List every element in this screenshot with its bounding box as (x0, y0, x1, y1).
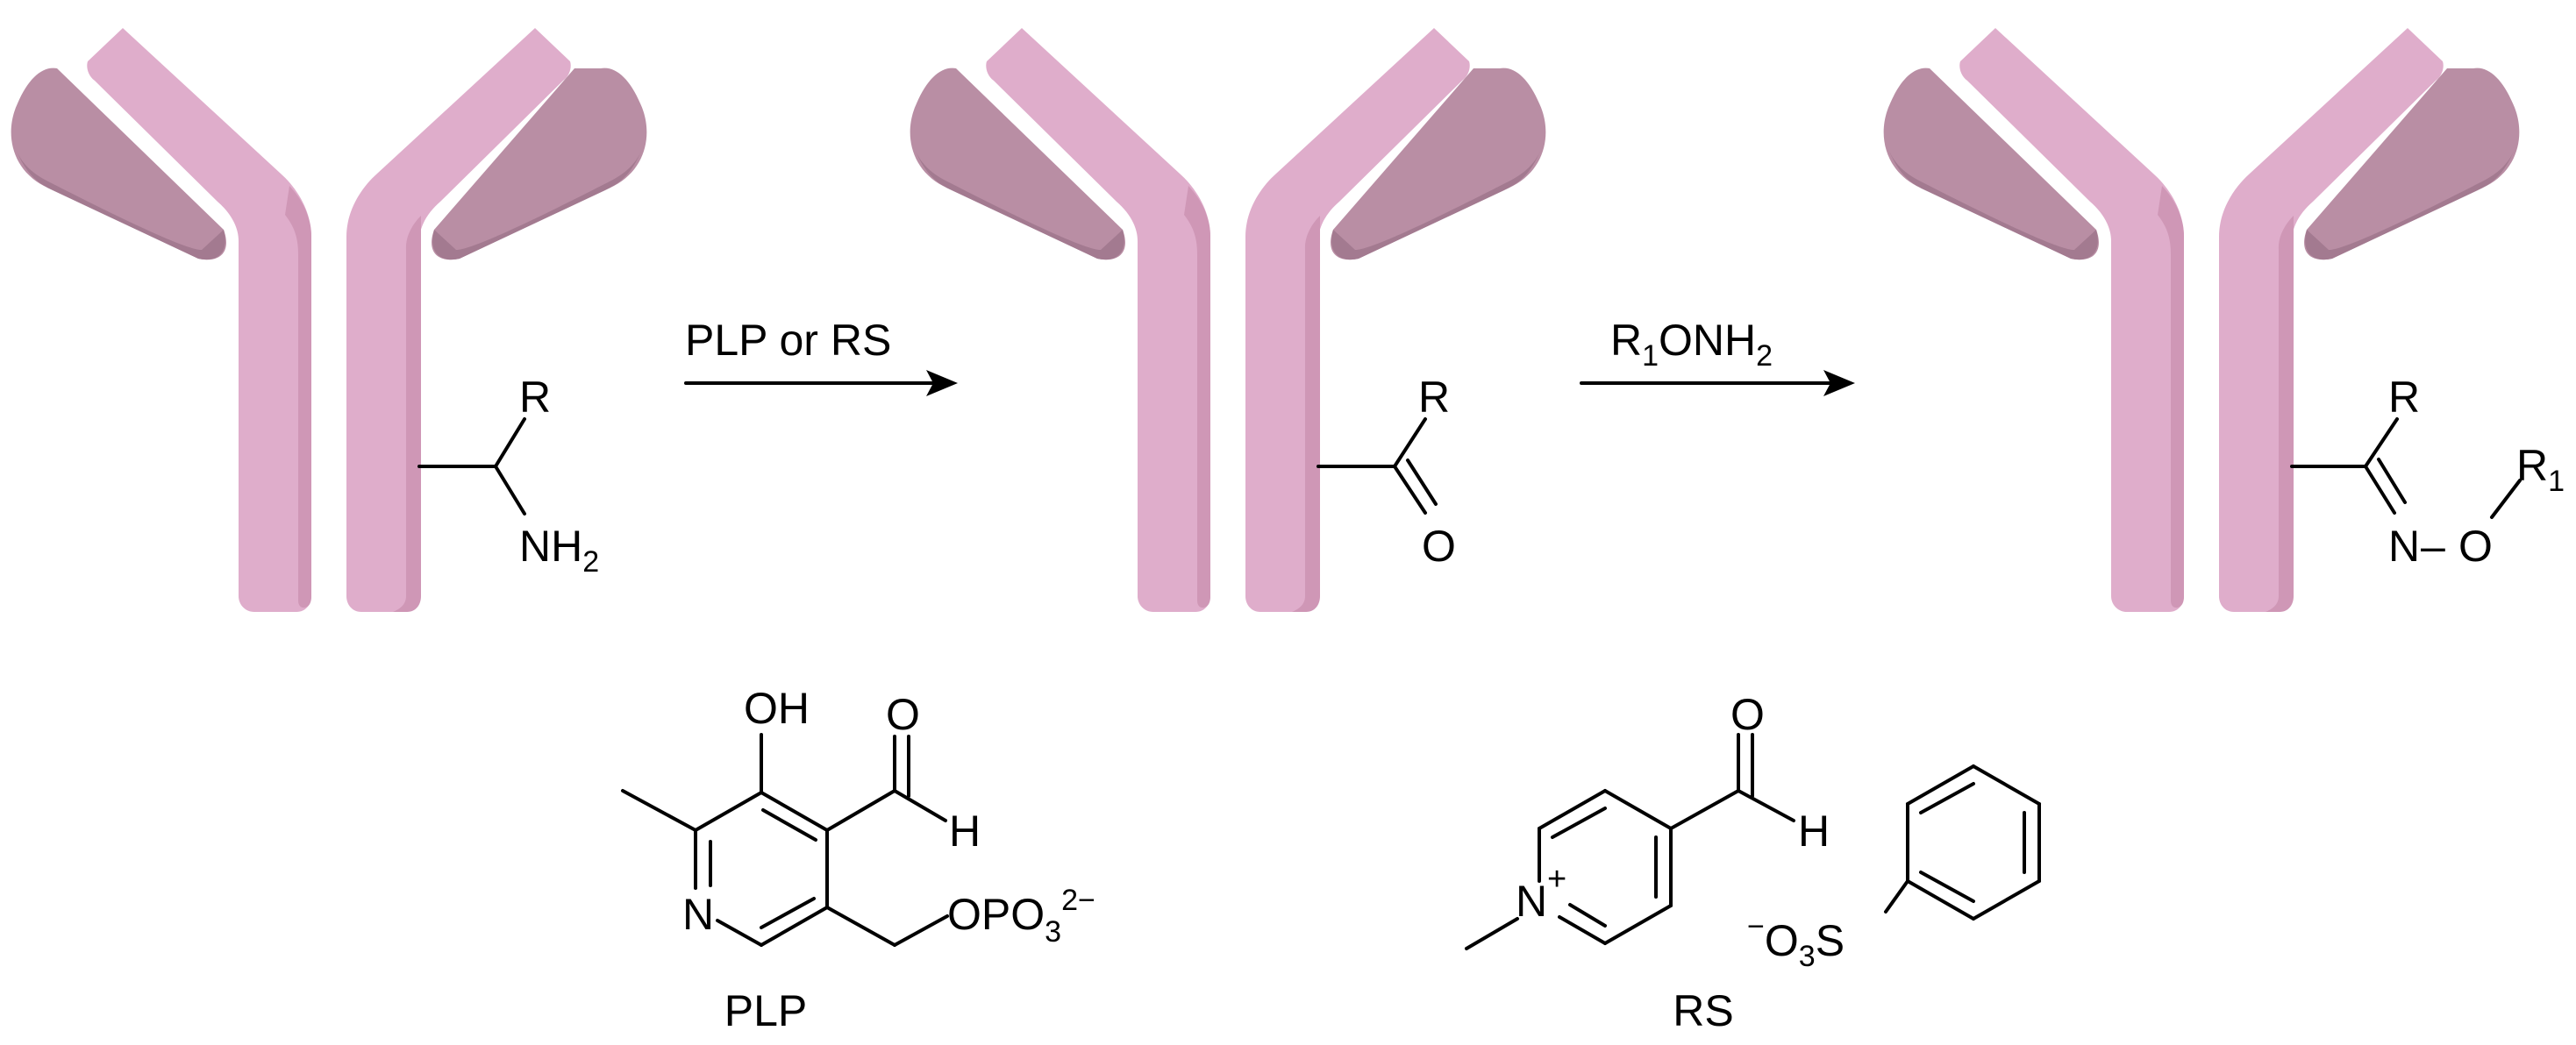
rs-aldehyde-h-label: H (1798, 807, 1830, 856)
reaction-arrow-2: R1ONH2 (1580, 316, 1855, 396)
bond-to-r (1393, 417, 1427, 468)
antibody-2: R O (910, 28, 1546, 612)
oxime-double-bond-b (2377, 458, 2407, 504)
benzene-bond-5 (1972, 879, 2041, 921)
ring-bond-c5-c6 (1603, 904, 1673, 945)
amine-substituent: R NH2 (417, 373, 599, 579)
plp-ring-n-label: N (682, 890, 714, 939)
benzene-bond-3 (1972, 764, 2041, 806)
carbonyl-substituent: R O (1317, 373, 1456, 571)
s-ph-bond (1884, 879, 1909, 913)
carbonyl-o-label: O (1422, 522, 1456, 571)
oxime-substituent: R N – O R1 (2290, 373, 2565, 571)
benzene-bond-6 (1906, 879, 1975, 921)
benzene-bond-2-inner (1919, 782, 1975, 814)
carbonyl-double-bond-b (1406, 459, 1438, 506)
rs-charge-label: + (1547, 861, 1566, 898)
rs-sulfinate-label: −O3S (1747, 910, 1845, 973)
arrow-1-label: PLP or RS (685, 316, 891, 365)
rs-aldehyde-o-label: O (1730, 690, 1765, 739)
r-label: R (1418, 373, 1450, 422)
aldehyde-c-bond (1669, 789, 1740, 830)
rs-name-label: RS (1673, 986, 1733, 1035)
carbonyl-double-bond-a (1393, 465, 1427, 515)
antibody-1: R NH2 (11, 28, 647, 612)
ring-bond-c2-c3-inner (1551, 807, 1607, 839)
ch2-bond (825, 906, 896, 947)
oxime-double-bond-a (2364, 465, 2396, 515)
plp-structure: OH O H N OPO32− PLP (621, 684, 1095, 1035)
ring-bond-c6-n-inner (1568, 903, 1607, 928)
amine-label: NH2 (519, 522, 599, 579)
plp-phosphate-label: OPO32− (947, 884, 1095, 949)
plp-aldehyde-h-label: H (949, 807, 981, 856)
ring-bond-c3-c4-inner (761, 808, 817, 842)
aldehyde-c-bond (825, 789, 896, 832)
rs-ring-n-label: N (1516, 877, 1547, 926)
oxime-n-label: N (2388, 522, 2420, 571)
n-methyl-bond (1465, 917, 1519, 950)
arrow-2-label: R1ONH2 (1610, 316, 1773, 373)
ring-bond-c6-n (716, 919, 763, 947)
plp-aldehyde-o-label: O (886, 690, 920, 739)
bond-to-n (494, 465, 526, 515)
r-label: R (519, 373, 551, 422)
bond-to-r (494, 417, 526, 468)
r1-label: R1 (2516, 441, 2565, 498)
methyl-bond (621, 789, 697, 832)
antibody-3: R N – O R1 (1883, 28, 2565, 612)
reaction-arrow-1: PLP or RS (684, 316, 958, 396)
plp-oh-label: OH (744, 684, 810, 733)
benzene-bond-2 (1906, 764, 1975, 806)
r-label: R (2388, 373, 2420, 422)
bond-to-r (2364, 417, 2399, 468)
arrow-1-head (926, 370, 958, 396)
oxime-dash: – (2421, 522, 2445, 571)
o-to-r1-bond (2490, 479, 2522, 519)
benzene-bond-6-inner (1919, 871, 1975, 903)
ring-bond-c2-c3 (1538, 789, 1607, 830)
ring-bond-c5-c6 (760, 906, 829, 947)
arrow-2-head (1823, 370, 1855, 396)
aldehyde-ch-bond (1737, 789, 1795, 822)
oxime-o-label: O (2458, 522, 2493, 571)
ring-bond-c2-c3 (694, 791, 763, 832)
ring-bond-c6-n (1558, 915, 1607, 945)
plp-name-label: PLP (724, 986, 808, 1035)
aldehyde-ch-bond (893, 789, 947, 822)
ring-bond-c3-c4 (760, 791, 829, 832)
ring-bond-c3-c4 (1603, 789, 1673, 830)
ring-bond-c5-c6-inner (760, 897, 816, 929)
ch2-o-bond (893, 914, 949, 947)
rs-structure: O H N + −O3S RS (1465, 690, 2041, 1035)
